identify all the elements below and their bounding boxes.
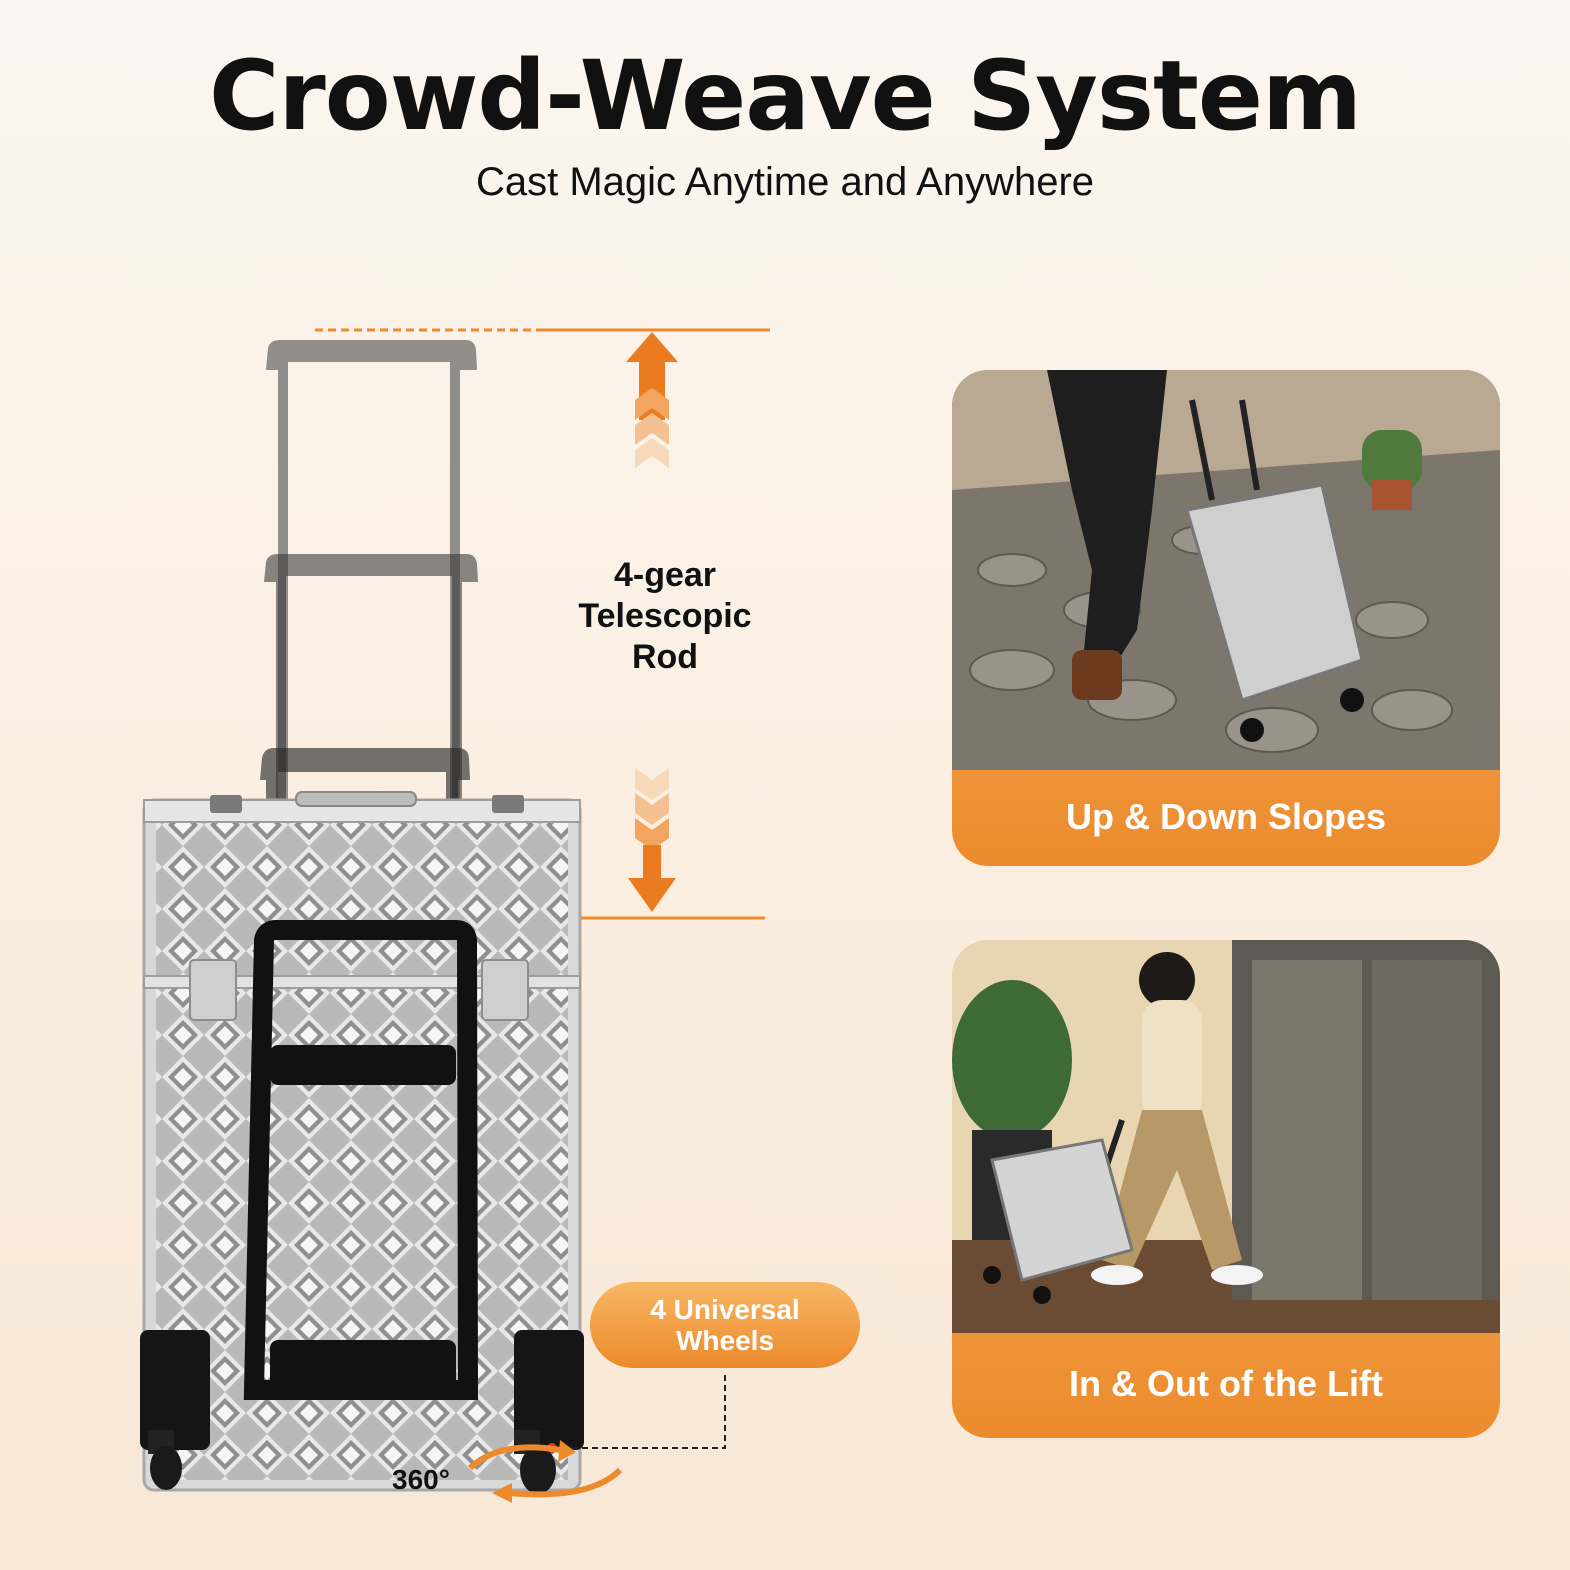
rolling-case-illustration bbox=[140, 328, 770, 1503]
page-subtitle: Cast Magic Anytime and Anywhere bbox=[475, 160, 1095, 204]
scene-card-slopes: Up & Down Slopes bbox=[952, 370, 1500, 866]
elevator-lobby-photo bbox=[952, 940, 1500, 1333]
wheels-label-line1: 4 Universal bbox=[650, 1294, 800, 1325]
cobblestone-street-photo bbox=[952, 370, 1500, 770]
wheels-label-line2: Wheels bbox=[675, 1325, 775, 1356]
wheel-callout-line bbox=[560, 1375, 726, 1449]
arrow-down-icon bbox=[628, 768, 676, 912]
scene-caption-lift: In & Out of the Lift bbox=[1069, 1363, 1383, 1404]
arrow-up-icon bbox=[626, 332, 678, 468]
page-title: Crowd-Weave System bbox=[208, 40, 1362, 152]
telescopic-rod-label: 4-gear Telescopic Rod bbox=[578, 556, 752, 676]
universal-wheels-badge: 4 Universal Wheels bbox=[590, 1282, 860, 1368]
scene-card-lift: In & Out of the Lift bbox=[952, 940, 1500, 1438]
rotation-360-icon bbox=[467, 1440, 623, 1503]
rotation-label: 360° bbox=[392, 1464, 450, 1495]
scene-caption-slopes: Up & Down Slopes bbox=[1065, 796, 1386, 837]
case-body bbox=[140, 791, 584, 1492]
